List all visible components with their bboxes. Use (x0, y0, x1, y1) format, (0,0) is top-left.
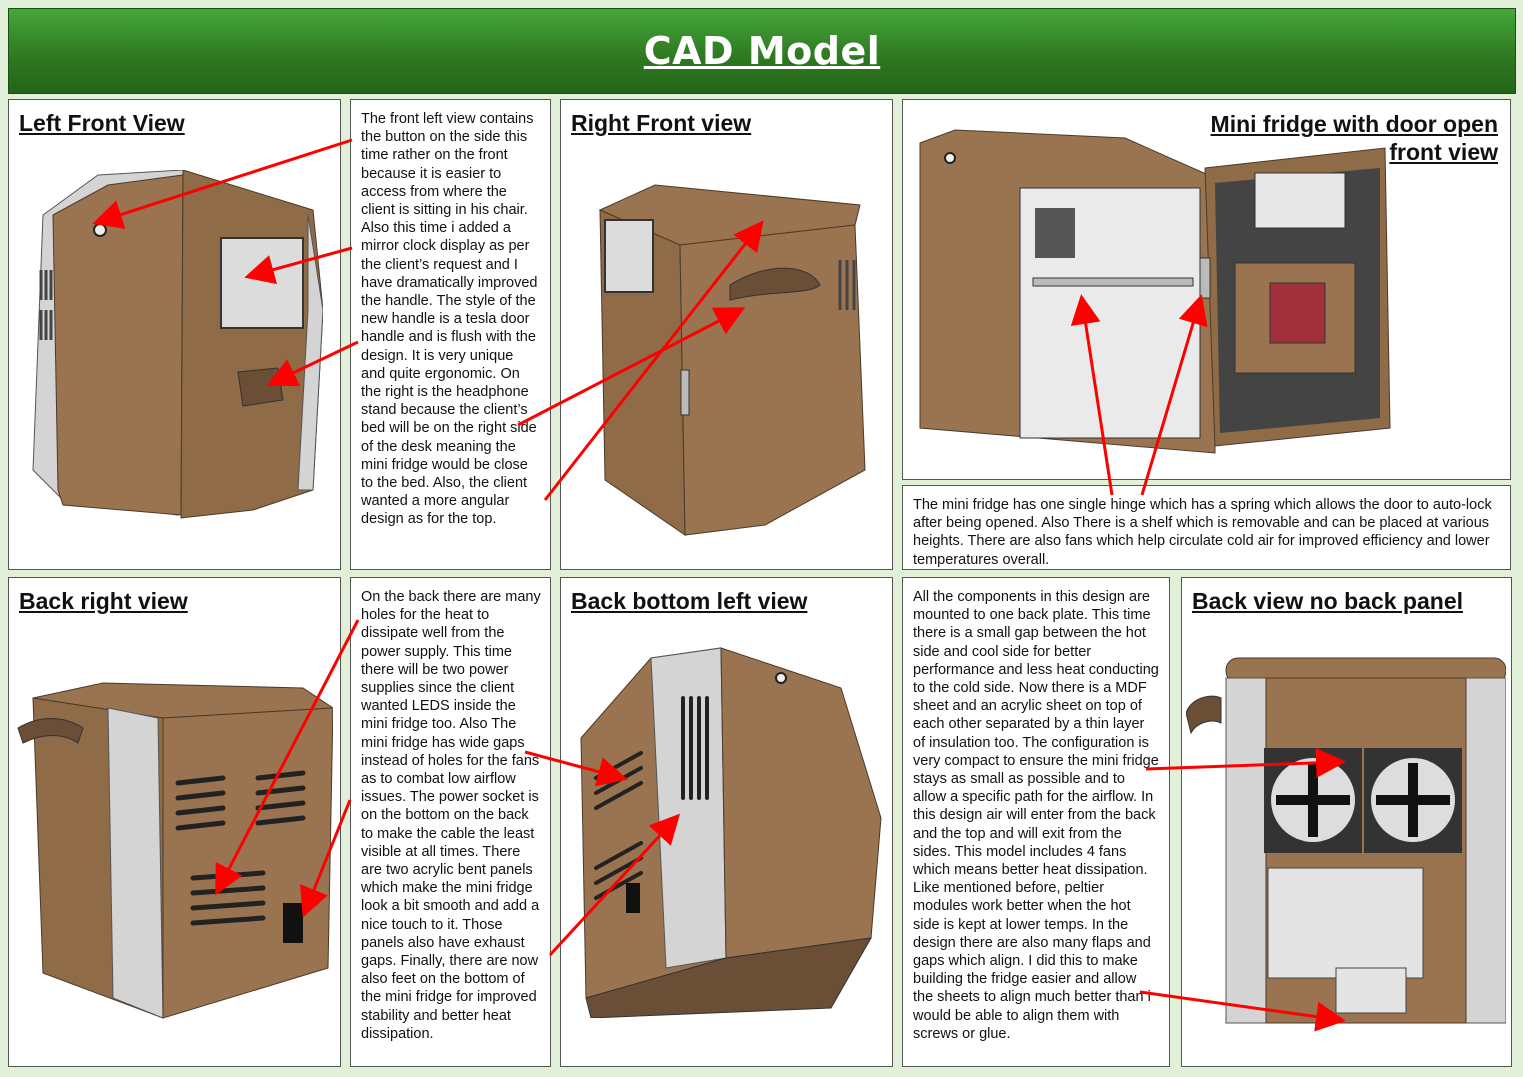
panel-back-description: On the back there are many holes for the… (350, 577, 551, 1067)
fridge-left-front-drawing (32, 170, 323, 519)
panel-components-description: All the components in this design are mo… (902, 577, 1170, 1067)
fridge-back-bottom-left-drawing (580, 647, 882, 1018)
panel-back-no-panel-view: Back view no back panel (1181, 577, 1512, 1067)
fridge-back-no-panel-drawing (1186, 657, 1506, 1024)
panel-back-bottom-left-view: Back bottom left view (560, 577, 893, 1067)
panel-title: Right Front view (571, 110, 752, 136)
panel-title-line1: Mini fridge with door open (1210, 111, 1498, 137)
page-title: CAD Model (643, 29, 881, 73)
panel-title: Left Front View (19, 110, 185, 136)
fridge-right-front-drawing (598, 184, 866, 536)
panel-door-open-description: The mini fridge has one single hinge whi… (902, 485, 1511, 570)
front-left-description-text: The front left view contains the button … (361, 111, 538, 528)
back-description-text: On the back there are many holes for the… (361, 589, 541, 1042)
panel-title: Back bottom left view (571, 588, 808, 614)
door-open-description-text: The mini fridge has one single hinge whi… (913, 497, 1492, 568)
panel-title: Back view no back panel (1192, 588, 1464, 614)
fridge-back-right-drawing (17, 682, 333, 1019)
fridge-door-open-drawing (919, 129, 1391, 454)
panel-title: Back right view (19, 588, 188, 614)
panel-left-front-view: Left Front View (8, 99, 341, 570)
panel-right-front-view: Right Front view (560, 99, 893, 570)
panel-title-line2: front view (1389, 139, 1498, 165)
panel-front-left-description: The front left view contains the button … (350, 99, 551, 570)
title-banner: CAD Model (8, 8, 1516, 94)
panel-back-right-view: Back right view (8, 577, 341, 1067)
components-description-text: All the components in this design are mo… (913, 589, 1159, 1042)
